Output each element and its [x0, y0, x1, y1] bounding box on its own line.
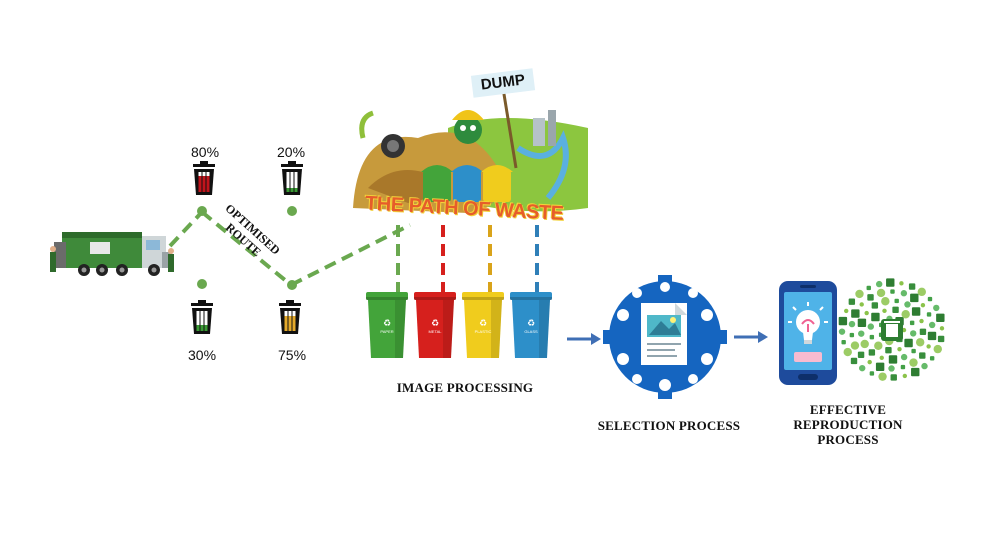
route-node — [287, 206, 297, 216]
sorting-bin-label: PAPER — [380, 329, 393, 334]
reproduction-line1: EFFECTIVE — [809, 402, 887, 417]
sorting-bin-paper: ♻PAPER — [366, 292, 408, 358]
fill-level-bar — [288, 316, 292, 331]
sorting-bin-label: PLASTIC — [475, 329, 492, 334]
trash-can-icon — [191, 300, 213, 334]
sorting-bin-label: METAL — [428, 329, 442, 334]
bin-percent-30: 30% — [188, 347, 217, 363]
sorting-bin-plastic: ♻PLASTIC — [462, 292, 504, 358]
trash-can-icon — [281, 161, 303, 195]
sorting-bins: ♻PAPER♻METAL♻PLASTIC♻GLASS — [366, 292, 552, 358]
route-segment — [168, 210, 204, 248]
selection-gear-icon — [603, 275, 727, 399]
selection-process-caption: SELECTION PROCESS — [597, 418, 741, 433]
sorting-bin-label: GLASS — [524, 329, 538, 334]
reproduction-caption: EFFECTIVE REPRODUCTION PROCESS — [778, 402, 918, 447]
bin-percent-20: 20% — [277, 144, 306, 160]
reproduction-line3: PROCESS — [817, 432, 879, 447]
route-segment — [200, 210, 293, 287]
sorting-bin-metal: ♻METAL — [414, 292, 456, 358]
trash-can-icon — [193, 161, 215, 195]
recycle-icon: ♻ — [431, 319, 439, 329]
fill-level-bar — [202, 176, 206, 192]
recycle-icon: ♻ — [527, 319, 535, 329]
sorting-bin-glass: ♻GLASS — [510, 292, 552, 358]
garbage-truck-icon — [50, 232, 174, 276]
fill-level-bar — [204, 325, 208, 331]
fill-level-bar — [292, 316, 296, 331]
smartphone-idea-icon — [779, 281, 837, 385]
fill-level-bar — [284, 316, 288, 331]
route-node — [287, 280, 297, 290]
bin-percent-80: 80% — [191, 144, 220, 160]
fill-level-bar — [196, 325, 200, 331]
recycle-icon: ♻ — [479, 319, 487, 329]
arrow-right-icon — [734, 331, 768, 343]
reproduction-line2: REPRODUCTION — [793, 417, 903, 432]
fill-level-bar — [294, 188, 298, 192]
fill-level-bar — [286, 188, 290, 192]
image-processing-caption: IMAGE PROCESSING — [396, 380, 534, 395]
mascot-icon — [454, 116, 482, 144]
route-segment — [290, 223, 411, 287]
bin-percent-75: 75% — [278, 347, 307, 363]
fill-level-bar — [198, 176, 202, 192]
fill-level-bar — [206, 176, 210, 192]
fill-level-bar — [290, 188, 294, 192]
eco-icons-cluster — [838, 278, 945, 381]
route-node — [197, 206, 207, 216]
recycle-icon: ♻ — [383, 319, 391, 329]
arrow-right-icon — [567, 333, 601, 345]
fill-level-bar — [200, 325, 204, 331]
trash-can-icon — [279, 300, 301, 334]
route-node — [197, 279, 207, 289]
path-of-waste-illustration — [353, 87, 588, 213]
